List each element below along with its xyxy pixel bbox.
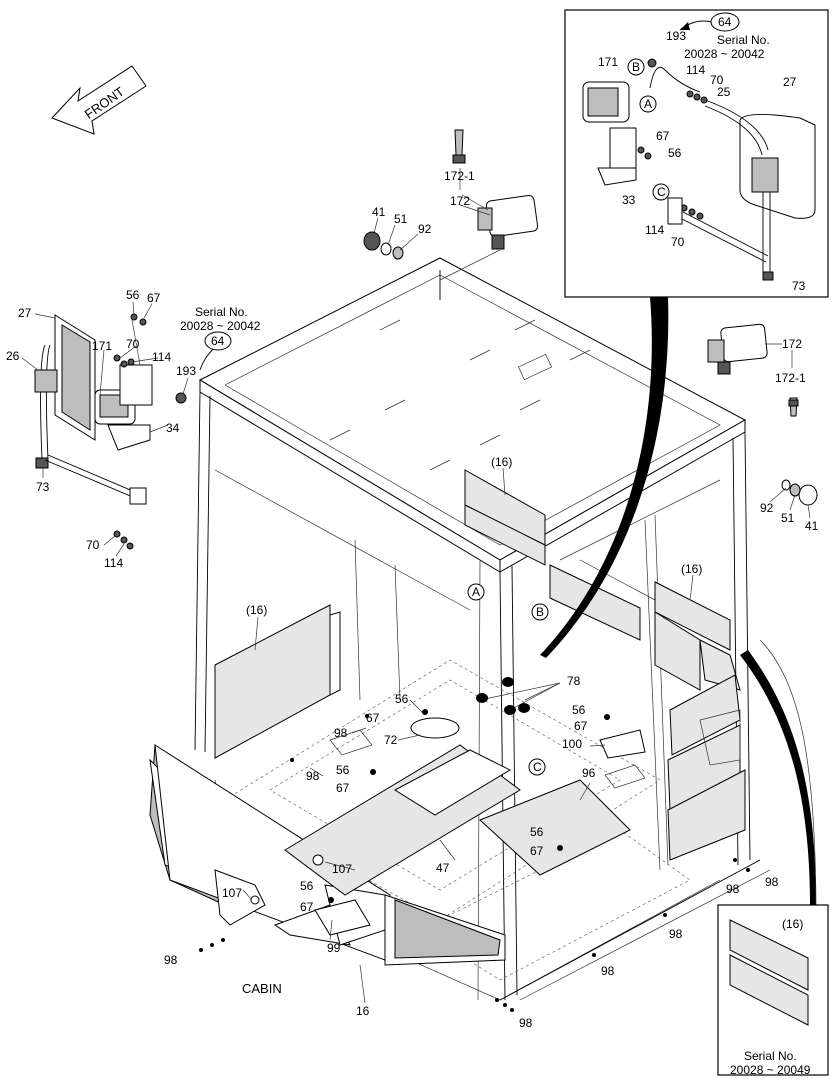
serial-inset-line2: 20028 ~ 20042 — [684, 47, 765, 61]
label-C-2: C — [657, 185, 666, 199]
label-33: 33 — [622, 193, 636, 207]
label-172-1-b: 172-1 — [775, 371, 806, 385]
label-16: 16 — [356, 1004, 370, 1018]
work-light-rear — [707, 323, 799, 417]
label-98-e: 98 — [765, 875, 779, 889]
label-98-b: 98 — [306, 769, 320, 783]
label-64-a: 64 — [211, 334, 225, 348]
label-171-b: 171 — [598, 55, 618, 69]
label-27-b: 27 — [783, 75, 797, 89]
label-70-b: 70 — [86, 538, 100, 552]
label-67-c: 67 — [336, 781, 350, 795]
label-96: 96 — [582, 766, 596, 780]
label-67-f: 67 — [300, 900, 314, 914]
callout-labels: 172-1 172 41 51 92 172 172-1 92 51 41 56… — [6, 15, 819, 1077]
label-98-f: 98 — [669, 927, 683, 941]
cabin-caption: CABIN — [242, 981, 282, 996]
callout-circles — [204, 12, 740, 776]
insulation-panels — [214, 469, 746, 861]
label-67-g: 67 — [656, 129, 670, 143]
label-67-e: 67 — [530, 844, 544, 858]
label-67-b: 67 — [366, 711, 380, 725]
label-92-b: 92 — [760, 501, 774, 515]
label-C-1: C — [533, 760, 542, 774]
label-114-b: 114 — [104, 556, 123, 570]
label-172-1-a: 172-1 — [444, 169, 475, 183]
label-26: 26 — [6, 349, 20, 363]
work-light-front — [439, 129, 539, 281]
label-67-d: 67 — [574, 719, 588, 733]
label-114-a: 114 — [152, 350, 171, 364]
label-16-a: (16) — [491, 455, 512, 469]
label-92-a: 92 — [418, 222, 432, 236]
serial-bottom-line1: Serial No. — [744, 1049, 797, 1063]
label-34: 34 — [166, 421, 180, 435]
inset-serial-bottom — [717, 904, 829, 1076]
label-16-b: (16) — [681, 562, 702, 576]
label-72: 72 — [384, 733, 398, 747]
label-107-a: 107 — [332, 862, 352, 876]
label-70-d: 70 — [671, 235, 685, 249]
label-193-b: 193 — [666, 29, 686, 43]
label-70-c: 70 — [710, 73, 724, 87]
serial-main-line2: 20028 ~ 20042 — [180, 319, 261, 333]
label-51-b: 51 — [781, 511, 795, 525]
front-arrow: FRONT — [51, 65, 147, 135]
label-78: 78 — [567, 674, 581, 688]
label-171-a: 171 — [92, 339, 112, 353]
label-41-b: 41 — [805, 519, 819, 533]
label-172-a: 172 — [450, 194, 470, 208]
inset-detail-box — [540, 9, 829, 658]
label-193-a: 193 — [176, 364, 196, 378]
label-73-b: 73 — [792, 279, 806, 293]
label-A-1: A — [472, 585, 480, 599]
label-67-a: 67 — [147, 291, 161, 305]
label-56-c: 56 — [336, 763, 350, 777]
label-56-d: 56 — [572, 703, 586, 717]
label-100: 100 — [562, 737, 582, 751]
left-mirror-assembly — [34, 313, 187, 550]
label-56-a: 56 — [126, 288, 140, 302]
fasteners — [199, 677, 750, 1012]
label-56-f: 56 — [300, 879, 314, 893]
label-70-a: 70 — [126, 337, 140, 351]
label-25: 25 — [717, 85, 731, 99]
serial-inset-line1: Serial No. — [717, 33, 770, 47]
label-16-c: (16) — [246, 603, 267, 617]
label-51-a: 51 — [394, 212, 408, 226]
label-114-c: 114 — [686, 63, 705, 77]
label-64-b: 64 — [718, 15, 732, 29]
label-47: 47 — [436, 861, 450, 875]
serial-main-line1: Serial No. — [195, 305, 248, 319]
label-172-b: 172 — [782, 337, 802, 351]
label-73-a: 73 — [36, 480, 50, 494]
label-16-d: (16) — [782, 917, 803, 931]
label-98-a: 98 — [334, 726, 348, 740]
label-A-2: A — [644, 97, 652, 111]
cabin-frame — [149, 257, 771, 1001]
label-56-g: 56 — [668, 146, 682, 160]
label-56-b: 56 — [395, 692, 409, 706]
label-56-e: 56 — [530, 825, 544, 839]
label-B-2: B — [632, 60, 640, 74]
label-27-a: 27 — [18, 306, 32, 320]
label-B-1: B — [536, 605, 544, 619]
label-114-d: 114 — [645, 223, 664, 237]
serial-bottom-line2: 20028 ~ 20049 — [730, 1063, 811, 1077]
label-98-h: 98 — [519, 1016, 533, 1030]
label-107-b: 107 — [222, 886, 242, 900]
label-98-g: 98 — [601, 964, 615, 978]
label-98-d: 98 — [726, 882, 740, 896]
label-98-c: 98 — [164, 953, 178, 967]
label-99: 99 — [327, 941, 341, 955]
label-41-a: 41 — [372, 205, 386, 219]
